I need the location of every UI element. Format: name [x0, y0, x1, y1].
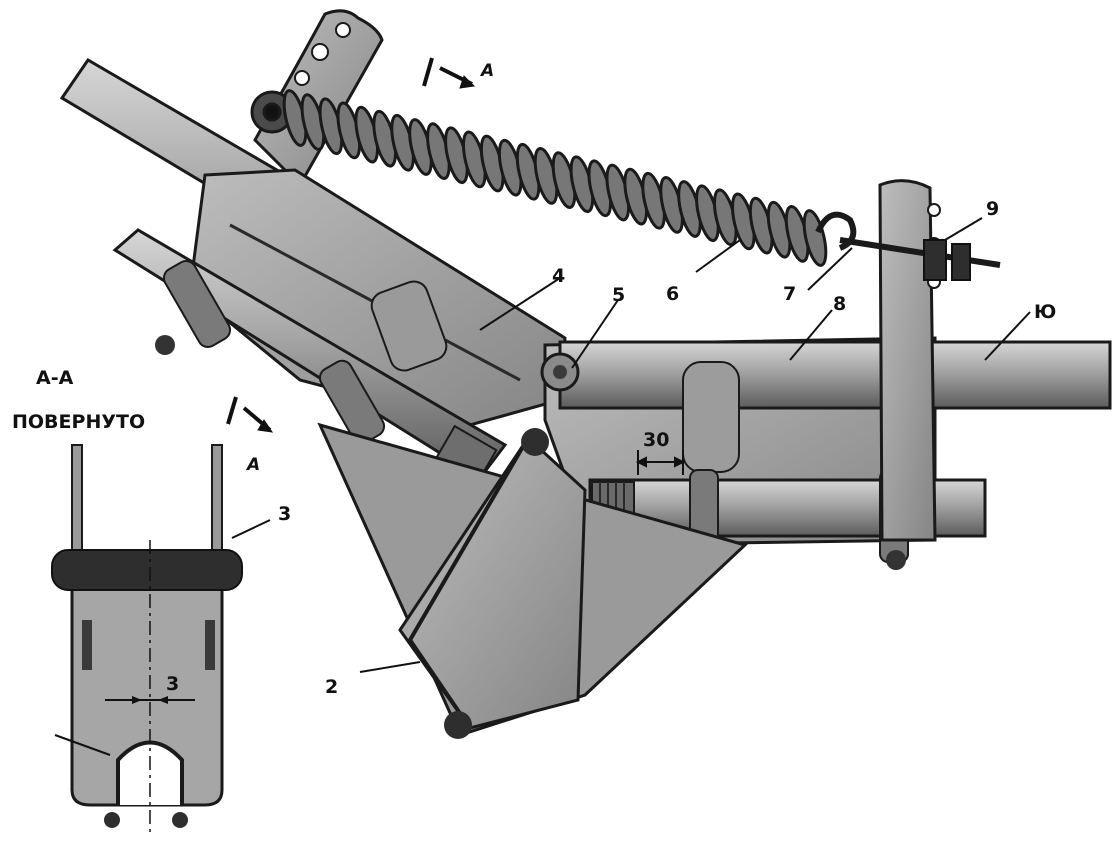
clamp-left-1: [162, 260, 232, 348]
pivot-center: [553, 365, 567, 379]
label-part-2: 2: [325, 676, 338, 698]
upper-bracket-plate: [253, 9, 384, 188]
spring-coils: [282, 89, 828, 267]
nut-bracket-top: [521, 428, 549, 456]
clamp-left-2: [318, 359, 386, 445]
label-part-7: 7: [783, 283, 796, 305]
label-part-6: 6: [666, 283, 679, 305]
nut-left: [155, 335, 175, 355]
section-title: А-А: [36, 367, 74, 389]
label-part-5: 5: [612, 284, 625, 306]
right-bracket-plate: [878, 179, 937, 542]
section-marker-left-label: А: [245, 455, 260, 475]
dimension-30-label: 30: [643, 429, 669, 451]
label-part-10: Ю: [1034, 301, 1056, 323]
tube-part-10: [558, 340, 1112, 410]
bracket-part-2: [398, 435, 587, 730]
nut-right-2: [886, 550, 906, 570]
section-subtitle: ПОВЕРНУТО: [12, 411, 145, 433]
clamp-right-1: [682, 361, 740, 473]
label-part-4: 4: [552, 265, 565, 287]
nut-bracket-bottom: [444, 711, 472, 739]
spring-coil: [802, 209, 828, 267]
section-marker-top-label: А: [479, 61, 494, 81]
clamp-left-3: [370, 280, 448, 372]
dimension-30: [635, 450, 686, 475]
leader-lines: [54, 217, 1031, 756]
section-marker-top: [422, 57, 476, 89]
tension-rod-part-7: [839, 237, 1001, 268]
spring-part-6: [250, 90, 294, 134]
section-view: [51, 444, 243, 835]
dimension-3-label: 3: [166, 673, 179, 695]
label-part-3: 3: [278, 503, 291, 525]
bracket-notches: [294, 22, 351, 86]
adjusting-nut-2: [951, 243, 971, 281]
adjusting-nut-part-9: [923, 239, 947, 281]
section-marker-left: [226, 396, 274, 433]
label-part-8: 8: [833, 293, 846, 315]
bracket-part-2-edge: [407, 436, 530, 730]
label-part-9: 9: [986, 198, 999, 220]
